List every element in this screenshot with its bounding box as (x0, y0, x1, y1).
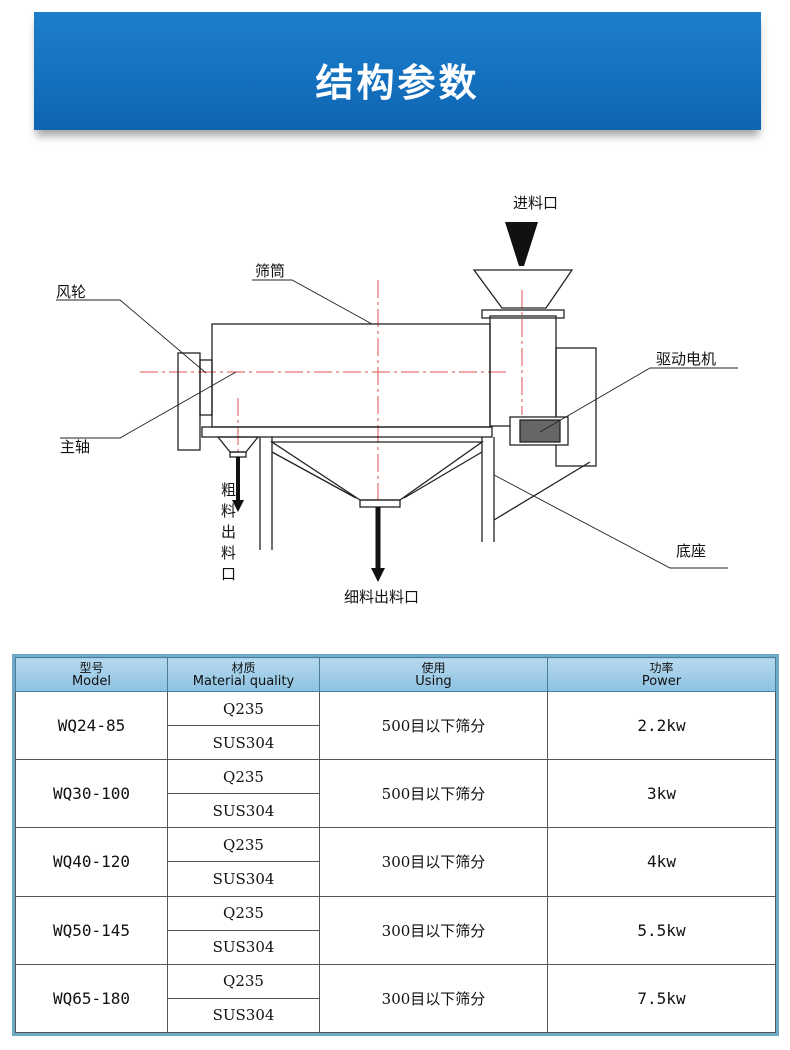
power-cell: 7.5kw (547, 963, 776, 1034)
table-row: WQ65-180 Q235 300目以下筛分 7.5kw (15, 963, 776, 1034)
coarse-outlet-char-3: 出 (221, 523, 236, 541)
coarse-outlet-char-2: 料 (221, 502, 236, 520)
using-cell: 300目以下筛分 (319, 963, 548, 1034)
table-row: SUS304 (16, 861, 776, 897)
model-cell: WQ50-145 (15, 895, 168, 965)
table-row: SUS304 (16, 929, 776, 965)
material-cell: Q235 (167, 895, 320, 931)
using-cell: 500目以下筛分 (319, 690, 548, 761)
structure-diagram: 进料口 筛筒 风轮 驱动电机 主轴 粗 料 出 料 口 底座 细料出料口 (56, 194, 738, 606)
table-row: WQ30-100 Q235 500目以下筛分 3kw (15, 759, 776, 829)
drive-motor-label: 驱动电机 (656, 350, 716, 368)
coarse-outlet-char-4: 料 (221, 544, 236, 562)
table-row: SUS304 (16, 725, 776, 761)
base-label: 底座 (676, 542, 706, 560)
using-cell: 300目以下筛分 (319, 827, 548, 897)
main-shaft-label: 主轴 (60, 438, 90, 456)
material-cell: SUS304 (167, 861, 320, 897)
model-cell: WQ65-180 (15, 963, 168, 1034)
power-cell: 2.2kw (547, 690, 776, 761)
material-cell: Q235 (167, 690, 320, 727)
power-cell: 3kw (547, 759, 776, 829)
material-cell: Q235 (167, 827, 320, 863)
feed-inlet-label: 进料口 (513, 194, 558, 212)
material-cell: SUS304 (167, 793, 320, 829)
power-cell: 4kw (547, 827, 776, 897)
coarse-outlet-char-1: 粗 (221, 481, 236, 499)
table-row: SUS304 (16, 997, 776, 1034)
table-row: WQ40-120 Q235 300目以下筛分 4kw (15, 827, 776, 897)
material-cell: SUS304 (167, 997, 320, 1034)
model-cell: WQ24-85 (15, 690, 168, 761)
screen-drum-label: 筛筒 (255, 262, 285, 280)
power-cell: 5.5kw (547, 895, 776, 965)
coarse-outlet-char-5: 口 (221, 565, 236, 583)
using-cell: 300目以下筛分 (319, 895, 548, 965)
title-banner: 结构参数 (34, 12, 761, 130)
table-row: WQ50-145 Q235 300目以下筛分 5.5kw (15, 895, 776, 965)
model-cell: WQ30-100 (15, 759, 168, 829)
material-cell: SUS304 (167, 725, 320, 761)
model-cell: WQ40-120 (15, 827, 168, 897)
fine-outlet-label: 细料出料口 (344, 588, 419, 606)
page-title: 结构参数 (315, 61, 480, 105)
material-cell: SUS304 (167, 929, 320, 965)
using-cell: 500目以下筛分 (319, 759, 548, 829)
material-cell: Q235 (167, 759, 320, 795)
material-cell: Q235 (167, 963, 320, 999)
impeller-label: 风轮 (56, 283, 86, 301)
table-row: WQ24-85 Q235 500目以下筛分 2.2kw (15, 690, 776, 761)
